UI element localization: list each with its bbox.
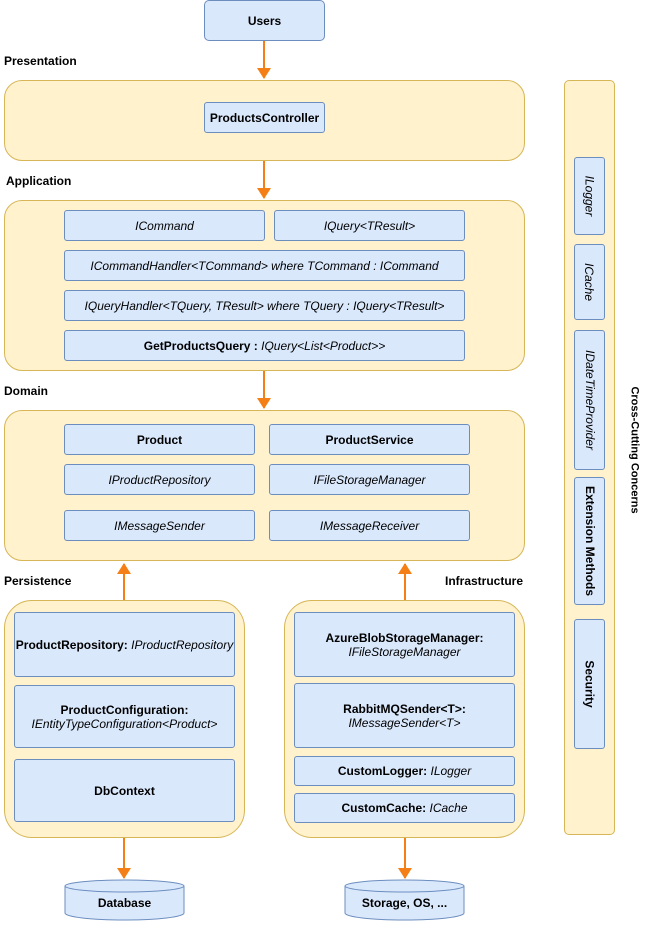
cross-cutting-title: Cross-Cutting Concerns <box>629 386 641 514</box>
domain-label: Domain <box>4 384 49 398</box>
product-service-box: ProductService <box>269 424 470 455</box>
persistence-label: Persistence <box>4 574 72 588</box>
arrow-infrastructure-to-domain <box>398 563 412 600</box>
product-repository-box: ProductRepository: IProductRepository <box>14 612 235 677</box>
storage-label: Storage, OS, ... <box>361 896 448 910</box>
cross-security-label: Security <box>582 660 597 708</box>
custom-cache-type: ICache <box>429 801 468 815</box>
storage-cylinder: Storage, OS, ... <box>344 879 465 921</box>
database-label: Database <box>97 896 152 910</box>
azure-blob-storage-manager-name: AzureBlobStorageManager: <box>325 630 484 645</box>
get-products-query-box: GetProductsQuery : IQuery<List<Product>> <box>64 330 465 361</box>
cross-cutting-title-wrap: Cross-Cutting Concerns <box>622 380 648 520</box>
cross-extension-methods-label: Extension Methods <box>582 485 597 597</box>
cross-idatetime-box: IDateTimeProvider <box>574 330 605 470</box>
infrastructure-label: Infrastructure <box>445 574 524 588</box>
get-products-query-name: GetProductsQuery : <box>143 338 262 353</box>
cross-extension-methods-box: Extension Methods <box>574 477 605 605</box>
custom-logger-type: ILogger <box>430 764 472 778</box>
rabbitmq-sender-name: RabbitMQSender<T>: <box>343 701 466 716</box>
arrow-application-to-domain <box>257 371 271 409</box>
product-repository-type: IProductRepository <box>131 637 234 652</box>
arrow-persistence-to-database <box>117 838 131 879</box>
product-configuration-box: ProductConfiguration: IEntityTypeConfigu… <box>14 685 235 748</box>
rabbitmq-sender-box: RabbitMQSender<T>: IMessageSender<T> <box>294 683 515 748</box>
cross-ilogger-label: ILogger <box>582 175 597 217</box>
products-controller-box: ProductsController <box>204 102 325 133</box>
rabbitmq-sender-type: IMessageSender<T> <box>348 715 461 730</box>
arrow-users-to-presentation <box>257 41 271 79</box>
arrow-infrastructure-to-storage <box>398 838 412 879</box>
imessage-receiver-box: IMessageReceiver <box>269 510 470 541</box>
dbcontext-box: DbContext <box>14 759 235 822</box>
arrow-presentation-to-application <box>257 161 271 199</box>
storage-cylinder-shape <box>344 879 465 921</box>
ifile-storage-manager-box: IFileStorageManager <box>269 464 470 495</box>
database-cylinder: Database <box>64 879 185 921</box>
iquery-box: IQuery<TResult> <box>274 210 465 241</box>
product-repository-name: ProductRepository: <box>15 637 132 652</box>
product-configuration-type: IEntityTypeConfiguration<Product> <box>31 716 218 731</box>
imessage-sender-box: IMessageSender <box>64 510 255 541</box>
custom-cache-name: CustomCache: <box>341 801 430 815</box>
custom-logger-box: CustomLogger: ILogger <box>294 756 515 786</box>
database-cylinder-shape <box>64 879 185 921</box>
iquery-handler-box: IQueryHandler<TQuery, TResult> where TQu… <box>64 290 465 321</box>
cross-idatetime-label: IDateTimeProvider <box>582 350 597 450</box>
cross-icache-box: ICache <box>574 244 605 320</box>
cross-ilogger-box: ILogger <box>574 157 605 235</box>
cross-security-box: Security <box>574 619 605 749</box>
get-products-query-type: IQuery<List<Product>> <box>261 338 386 353</box>
iproduct-repository-box: IProductRepository <box>64 464 255 495</box>
arrow-persistence-to-domain <box>117 563 131 600</box>
azure-blob-storage-manager-box: AzureBlobStorageManager: IFileStorageMan… <box>294 612 515 677</box>
icommand-handler-box: ICommandHandler<TCommand> where TCommand… <box>64 250 465 281</box>
azure-blob-storage-manager-type: IFileStorageManager <box>348 644 461 659</box>
presentation-label: Presentation <box>4 54 77 68</box>
product-box: Product <box>64 424 255 455</box>
icommand-box: ICommand <box>64 210 265 241</box>
custom-logger-name: CustomLogger: <box>337 764 431 778</box>
application-label: Application <box>6 174 72 188</box>
product-configuration-name: ProductConfiguration: <box>60 702 189 717</box>
cross-icache-label: ICache <box>582 262 597 302</box>
custom-cache-box: CustomCache: ICache <box>294 793 515 823</box>
users-box: Users <box>204 0 325 41</box>
